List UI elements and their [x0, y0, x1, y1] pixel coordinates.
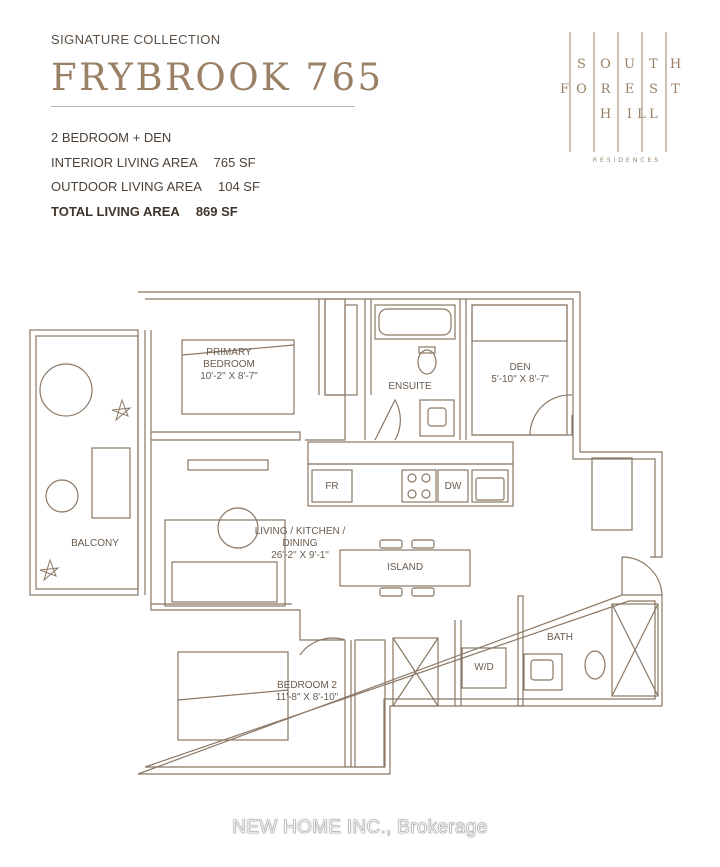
room-name: PRIMARY BEDROOM [203, 347, 255, 370]
washer-dryer-label: W/D [474, 662, 494, 673]
svg-text:T: T [649, 57, 659, 72]
spec-bedrooms: 2 BEDROOM + DEN [51, 130, 171, 145]
dishwasher-label: DW [444, 481, 462, 492]
room-primary-bedroom: PRIMARY BEDROOM 10'-2" X 8'-7" [194, 347, 264, 383]
room-name: BEDROOM 2 [276, 680, 337, 691]
title-divider [51, 106, 355, 107]
logo-tagline: RESIDENCES [593, 157, 661, 164]
svg-text:L: L [649, 107, 659, 122]
spec-total-area: TOTAL LIVING AREA 869 SF [51, 204, 238, 219]
svg-text:O: O [576, 82, 588, 97]
spec-value: 104 SF [217, 179, 260, 194]
room-den: DEN 5'-10" X 8'-7" [480, 362, 560, 386]
spec-outdoor-area: OUTDOOR LIVING AREA 104 SF [51, 179, 260, 194]
svg-text:I: I [627, 107, 633, 122]
spec-value: 765 SF [213, 155, 256, 170]
room-name: LIVING / KITCHEN / DINING [254, 526, 346, 549]
spec-label: INTERIOR LIVING AREA [51, 155, 198, 170]
room-ensuite: ENSUITE [380, 381, 440, 393]
fridge-label: FR [325, 481, 339, 492]
spec-value: 869 SF [195, 204, 238, 219]
svg-text:L: L [637, 107, 647, 122]
spec-label: 2 BEDROOM + DEN [51, 130, 172, 145]
room-name: DEN [509, 362, 531, 373]
room-name: BATH [547, 632, 573, 643]
room-bath: BATH [535, 632, 585, 644]
room-bedroom-2: BEDROOM 2 11'-8" X 8'-10" [262, 680, 352, 704]
svg-text:R: R [601, 82, 612, 97]
collection-label: SIGNATURE COLLECTION [51, 32, 221, 47]
room-dims: 11'-8" X 8'-10" [275, 692, 339, 703]
room-living-kitchen-dining: LIVING / KITCHEN / DINING 26'-2" X 9'-1" [245, 526, 355, 562]
svg-text:H: H [600, 107, 612, 122]
spec-label: OUTDOOR LIVING AREA [51, 179, 202, 194]
room-dims: 10'-2" X 8'-7" [200, 371, 258, 382]
room-dims: 5'-10" X 8'-7" [491, 374, 549, 385]
brokerage-watermark: NEW HOME INC., Brokerage [232, 817, 488, 839]
svg-text:E: E [625, 82, 636, 97]
spec-label: TOTAL LIVING AREA [51, 204, 180, 219]
room-balcony: BALCONY [60, 538, 130, 550]
svg-text:U: U [624, 57, 636, 72]
room-name: ENSUITE [388, 381, 432, 392]
page-title: FRYBROOK 765 [51, 56, 384, 99]
room-dims: 26'-2" X 9'-1" [271, 550, 329, 561]
svg-text:T: T [671, 82, 681, 97]
svg-text:O: O [600, 57, 612, 72]
island-label: ISLAND [386, 562, 424, 573]
svg-text:F: F [560, 82, 570, 97]
svg-text:H: H [670, 57, 682, 72]
spec-interior-area: INTERIOR LIVING AREA 765 SF [51, 155, 256, 170]
room-name: BALCONY [71, 538, 119, 549]
svg-text:S: S [649, 82, 659, 97]
svg-text:S: S [577, 57, 587, 72]
